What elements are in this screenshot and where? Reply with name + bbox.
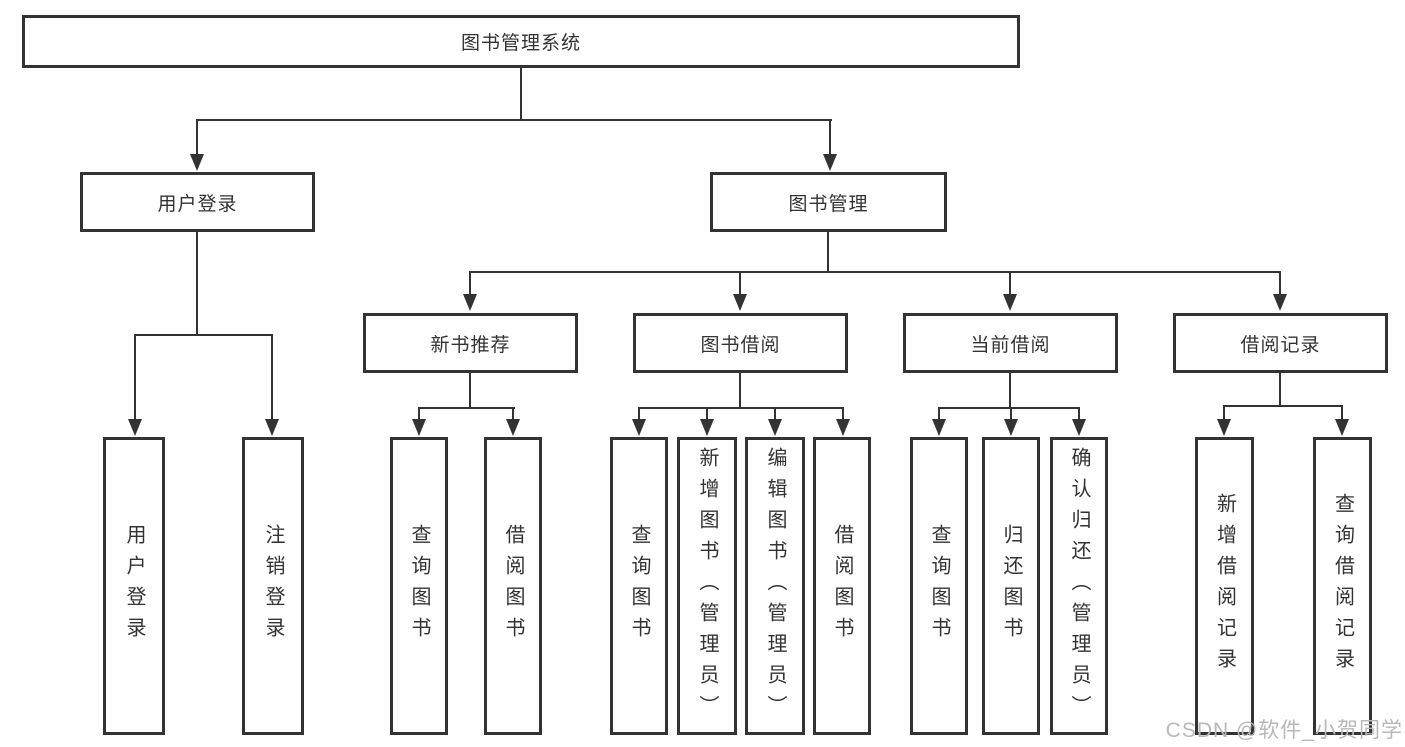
leaf-add-borrow-record: 新增借阅记录 [1195,437,1254,735]
connector-line [829,119,831,157]
connector-line [638,407,844,409]
arrowhead-down [700,419,714,436]
connector-line [1279,271,1281,298]
connector-line [827,230,829,273]
arrowhead-down [632,419,646,436]
connector-line [938,407,1080,409]
connector-line [134,334,273,336]
connector-line [774,407,776,421]
connector-line [1223,405,1343,407]
connector-line [196,119,832,121]
leaf-edit-books-admin: 编辑图书（管理员） [745,437,805,735]
connector-line [1010,407,1012,421]
connector-line [469,371,471,409]
connector-line [196,119,198,157]
arrowhead-down [1217,419,1231,436]
connector-line [520,66,522,120]
connector-line [1341,405,1343,421]
connector-line [1009,371,1011,409]
csdn-watermark: CSDN @软件_小贺同学 [1165,719,1403,742]
leaf-confirm-return-admin: 确认归还（管理员） [1050,437,1108,735]
leaf-borrow-books-2: 借阅图书 [813,437,871,735]
connector-line [196,230,198,336]
connector-line [842,407,844,421]
connector-line [418,407,420,421]
arrowhead-down [768,419,782,436]
connector-line [512,407,514,421]
arrowhead-down [265,419,279,436]
arrowhead-down [1072,419,1086,436]
arrowhead-down [932,419,946,436]
connector-line [271,334,273,421]
node-user-login: 用户登录 [80,172,315,232]
connector-line [739,271,741,298]
node-library-management-system: 图书管理系统 [22,15,1020,68]
arrowhead-down [190,154,204,171]
arrowhead-down [823,154,837,171]
node-book-borrowing: 图书借阅 [633,313,848,373]
arrowhead-down [506,419,520,436]
leaf-query-borrow-record: 查询借阅记录 [1313,437,1372,735]
arrowhead-down [128,419,142,436]
leaf-borrow-books: 借阅图书 [484,437,542,735]
connector-line [1078,407,1080,421]
arrowhead-down [1335,419,1349,436]
arrowhead-down [463,294,477,311]
connector-line [469,271,1281,273]
connector-line [418,407,515,409]
arrowhead-down [1004,419,1018,436]
connector-line [638,407,640,421]
leaf-return-books: 归还图书 [982,437,1040,735]
node-current-borrowing: 当前借阅 [903,313,1118,373]
leaf-user-login: 用户登录 [103,437,165,735]
arrowhead-down [836,419,850,436]
connector-line [1223,405,1225,421]
connector-line [1279,371,1281,407]
arrowhead-down [412,419,426,436]
node-book-management: 图书管理 [710,172,947,232]
arrowhead-down [1273,294,1287,311]
connector-line [469,271,471,298]
arrowhead-down [733,294,747,311]
connector-line [938,407,940,421]
leaf-query-books-3: 查询图书 [910,437,968,735]
leaf-logout: 注销登录 [242,437,304,735]
leaf-query-books-2: 查询图书 [610,437,668,735]
leaf-add-books-admin: 新增图书（管理员） [677,437,737,735]
connector-line [1009,271,1011,298]
arrowhead-down [1003,294,1017,311]
connector-line [739,371,741,409]
connector-line [134,334,136,421]
connector-line [706,407,708,421]
node-borrowing-records: 借阅记录 [1173,313,1388,373]
node-new-book-recommendation: 新书推荐 [363,313,578,373]
leaf-query-books: 查询图书 [390,437,448,735]
